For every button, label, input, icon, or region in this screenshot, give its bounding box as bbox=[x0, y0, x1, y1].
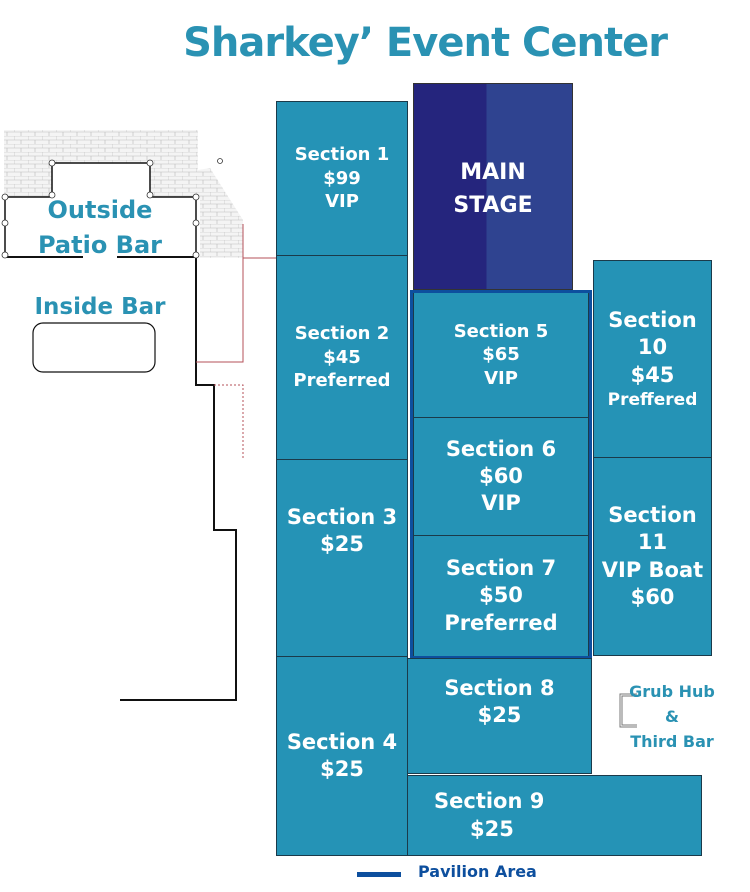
section-price: $99 bbox=[323, 167, 361, 189]
section-name: Section 5 bbox=[453, 320, 549, 342]
section-price: $50 bbox=[479, 583, 523, 608]
legend-label: Pavilion Area bbox=[418, 862, 537, 881]
inside-bar-label: Inside Bar bbox=[34, 294, 166, 320]
section-name: Section bbox=[608, 308, 697, 332]
page-title: Sharkey’ Event Center bbox=[183, 20, 668, 66]
patio-line-1: Outside bbox=[47, 196, 153, 224]
section-price: $45 bbox=[630, 362, 675, 387]
section-price: $45 bbox=[323, 346, 361, 368]
section-price: $60 bbox=[479, 463, 523, 488]
section-tier: VIP bbox=[325, 191, 359, 213]
section-name: Section 2 bbox=[294, 323, 390, 345]
legend-swatch bbox=[357, 872, 401, 877]
section-tier: Preffered bbox=[607, 389, 698, 410]
section-number: 11 bbox=[637, 530, 668, 555]
section-price: $60 bbox=[630, 584, 675, 609]
section-price: $25 bbox=[470, 816, 514, 841]
section-price: $25 bbox=[320, 757, 364, 781]
section-tier: Preferred bbox=[293, 370, 391, 392]
section-price: $25 bbox=[320, 532, 364, 557]
section-name: Section 9 bbox=[434, 789, 545, 814]
section-name: Section 4 bbox=[286, 729, 398, 754]
grub-line-1: Grub Hub bbox=[629, 682, 715, 701]
stage-line-2: STAGE bbox=[453, 193, 533, 218]
floor-plan-drawing bbox=[1, 130, 276, 701]
section-name: Section 1 bbox=[294, 144, 390, 166]
section-8[interactable]: Section 8 $25 bbox=[407, 658, 592, 774]
section-4[interactable]: Section 4 $25 bbox=[276, 656, 408, 856]
section-9[interactable]: Section 9$25 bbox=[407, 775, 702, 856]
section-number: 10 bbox=[637, 335, 668, 360]
section-tier: VIP bbox=[484, 367, 518, 389]
section-price: $25 bbox=[477, 703, 522, 728]
grub-hub-bracket-icon bbox=[619, 693, 637, 728]
section-name: Section 8 bbox=[444, 676, 555, 700]
section-tier: Preferred bbox=[444, 610, 558, 635]
section-tier: VIP bbox=[481, 491, 521, 516]
grub-line-3: Third Bar bbox=[630, 732, 714, 751]
section-3[interactable]: Section 3 $25 bbox=[276, 459, 408, 657]
outside-patio-bar-label: Outside Patio Bar bbox=[20, 193, 180, 263]
section-name: Section bbox=[608, 502, 697, 527]
main-stage: MAIN STAGE bbox=[413, 83, 573, 290]
grub-hub-third-bar-label: Grub Hub & Third Bar bbox=[618, 679, 726, 754]
section-price: $65 bbox=[482, 344, 520, 366]
section-name: Section 3 bbox=[286, 505, 398, 529]
grub-line-2: & bbox=[665, 707, 679, 726]
section-tier: VIP Boat bbox=[601, 557, 704, 582]
section-name: Section 6 bbox=[445, 436, 557, 461]
patio-line-2: Patio Bar bbox=[37, 231, 162, 259]
stage-line-1: MAIN bbox=[460, 160, 526, 185]
section-name: Section 7 bbox=[445, 556, 557, 581]
